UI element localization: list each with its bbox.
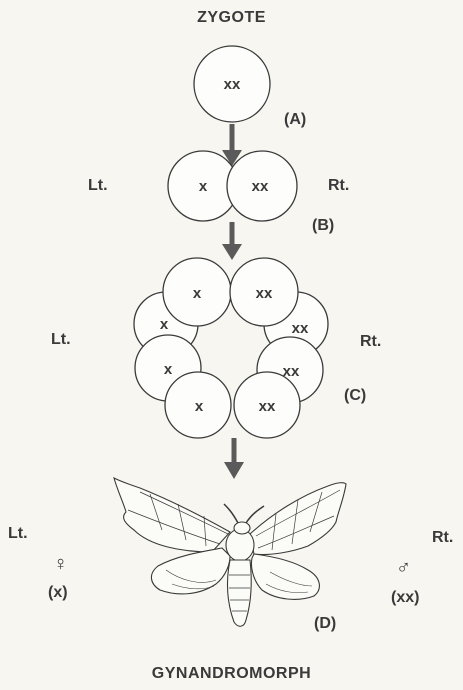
moth-left-hindwing [151, 548, 230, 594]
eight-cell-right-4-genotype: xx [259, 398, 276, 415]
two-cell-right-side-label: Rt. [328, 178, 349, 194]
male-symbol: ♂ [396, 558, 411, 578]
moth-right-forewing [250, 483, 346, 555]
moth-right-hindwing [251, 554, 319, 599]
zygote-genotype: xx [224, 76, 241, 93]
eight-cell-stage: x x x x xx xx xx xx [134, 258, 328, 438]
stage-label-c: (C) [344, 388, 366, 404]
eight-cell-right-3-genotype: xx [283, 363, 300, 380]
male-genotype: (xx) [391, 590, 419, 606]
eight-cell-left-side-label: Lt. [51, 332, 71, 348]
two-cell-left-genotype: x [199, 178, 208, 195]
moth-right-side-label: Rt. [432, 530, 453, 546]
stage-label-a: (A) [284, 112, 306, 128]
moth-illustration [114, 478, 346, 626]
eight-cell-left-3-genotype: x [164, 361, 173, 378]
eight-cell-left-1-genotype: x [193, 285, 202, 302]
eight-cell-right-2-genotype: xx [292, 320, 309, 337]
two-cell-left-side-label: Lt. [88, 178, 108, 194]
eight-cell-left-4-genotype: x [195, 398, 204, 415]
eight-cell-right-side-label: Rt. [360, 334, 381, 350]
gynandromorph-title: GYNANDROMORPH [0, 666, 463, 682]
stage-label-b: (B) [312, 218, 334, 234]
two-cell-right-genotype: xx [252, 178, 269, 195]
zygote-title: ZYGOTE [0, 10, 463, 26]
zygote-cell: xx [194, 46, 270, 122]
moth-left-forewing [114, 478, 230, 552]
arrow-b-to-c [222, 222, 242, 260]
stage-label-d: (D) [314, 616, 336, 632]
arrow-c-to-d [224, 438, 244, 479]
moth-left-side-label: Lt. [8, 526, 28, 542]
female-symbol: ♀ [53, 554, 68, 574]
eight-cell-left-2-genotype: x [160, 316, 169, 333]
moth-head [234, 522, 250, 534]
eight-cell-right-1-genotype: xx [256, 285, 273, 302]
female-genotype: (x) [48, 585, 68, 601]
moth-abdomen [227, 560, 251, 626]
